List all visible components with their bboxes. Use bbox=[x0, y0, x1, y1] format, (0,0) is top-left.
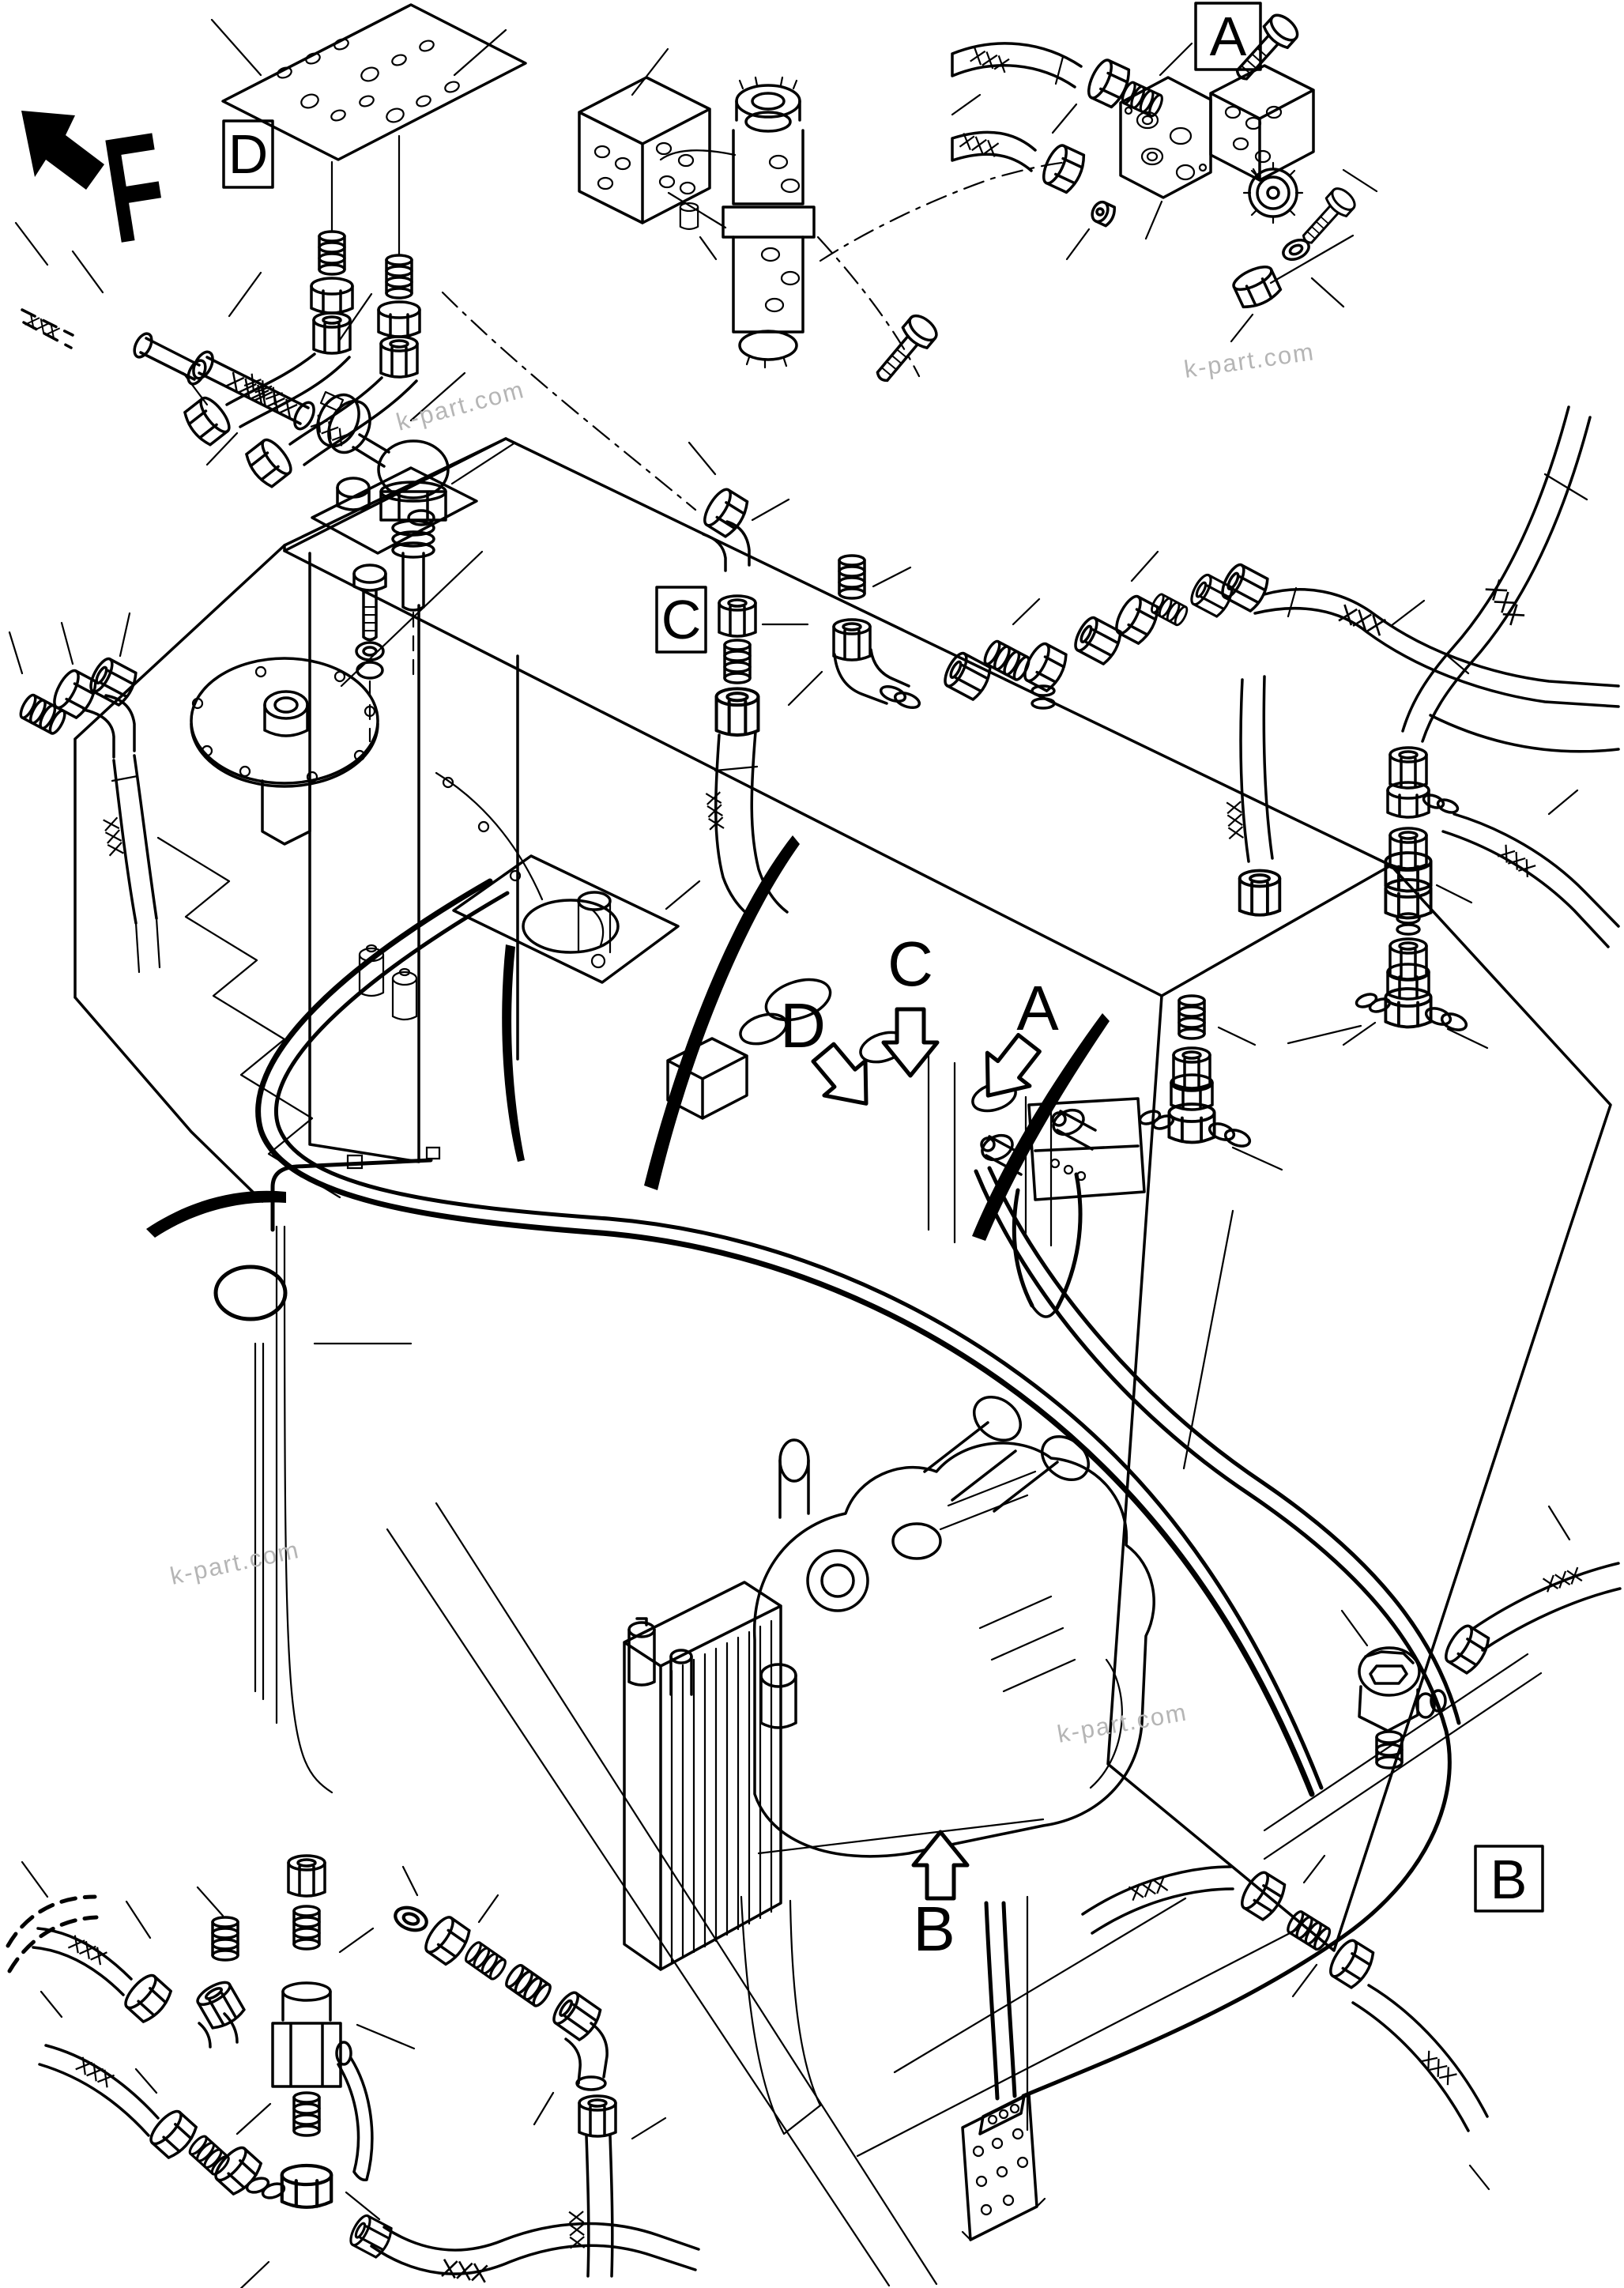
engine-assembly bbox=[752, 1395, 1155, 1858]
spacer-cylinder bbox=[679, 202, 699, 230]
assembly-d-valve bbox=[441, 47, 1070, 511]
middle-fitting-chain bbox=[787, 550, 1620, 1045]
elbow-swivel bbox=[548, 1988, 605, 2044]
suction-elbow bbox=[352, 433, 450, 612]
swivel-nut bbox=[832, 618, 872, 662]
tank-valve-bracket bbox=[980, 1097, 1146, 1318]
tee-fitting bbox=[1384, 987, 1433, 1029]
nipple-fitting bbox=[318, 230, 346, 276]
test-point-fitting bbox=[1358, 1646, 1447, 1770]
view-arrow-chevron-icon bbox=[64, 147, 99, 183]
hex-nut bbox=[1386, 963, 1430, 1001]
swivel-nut bbox=[718, 594, 757, 638]
radiator bbox=[623, 1581, 782, 1971]
watermark: k-part.com bbox=[168, 1536, 302, 1590]
lower-right-fitting-chain bbox=[1138, 994, 1283, 1171]
callout-box-d: D bbox=[222, 119, 274, 189]
callout-label-a: A bbox=[1210, 6, 1247, 67]
view-marker-letter: F bbox=[94, 101, 176, 275]
hose-bundle bbox=[255, 878, 1461, 2132]
nipple-fitting bbox=[385, 254, 413, 300]
watermark: k-part.com bbox=[1182, 337, 1317, 383]
swivel-nut bbox=[287, 1854, 326, 1898]
nipple-fitting bbox=[502, 1961, 555, 2010]
hose-end-nut bbox=[345, 2211, 396, 2260]
tank-cover-plate bbox=[190, 657, 379, 846]
assembly-a bbox=[951, 9, 1378, 343]
hose-end-nut bbox=[578, 2094, 617, 2138]
swivel-nut bbox=[717, 688, 759, 735]
hose-end-nut bbox=[119, 1969, 176, 2026]
callout-box-b: B bbox=[1474, 1845, 1544, 1913]
assembly-d-manifold bbox=[179, 3, 527, 492]
union-threads bbox=[462, 1939, 510, 1983]
view-direction-marker: F bbox=[21, 101, 176, 275]
swivel-nut bbox=[1186, 571, 1237, 620]
swivel-nut bbox=[1038, 141, 1090, 196]
assembly-b bbox=[1081, 1505, 1622, 2191]
nipple-fitting bbox=[292, 1905, 321, 1951]
direction-arrow-b: B bbox=[913, 1832, 967, 1964]
elbow-swivel bbox=[193, 1977, 248, 2033]
socket-head-bolt bbox=[867, 309, 943, 390]
callout-label-c: C bbox=[661, 589, 702, 650]
right-fitting-chain bbox=[1342, 405, 1620, 1050]
nipple-fitting bbox=[1177, 994, 1206, 1040]
watermarks: k-part.com k-part.com k-part.com k-part.… bbox=[168, 337, 1317, 1748]
hex-nut bbox=[310, 277, 354, 315]
washer bbox=[1279, 235, 1313, 265]
dipstick-assembly bbox=[213, 1146, 441, 1794]
hex-nut bbox=[1229, 261, 1284, 313]
washer bbox=[392, 1904, 429, 1935]
swivel-nut bbox=[1389, 937, 1428, 981]
callout-label-b: B bbox=[1490, 1849, 1528, 1910]
washer bbox=[355, 641, 385, 662]
nipple-fitting bbox=[838, 554, 866, 600]
hose-end-nut bbox=[179, 392, 235, 450]
frame-edge-blades bbox=[146, 835, 1110, 1241]
suction-assembly bbox=[14, 221, 517, 846]
hose-clamp bbox=[316, 390, 371, 454]
direction-arrow-d: D bbox=[780, 990, 887, 1121]
direction-arrow-a: A bbox=[966, 973, 1059, 1112]
callout-label-d: D bbox=[228, 123, 269, 185]
nipple-fitting bbox=[211, 1916, 239, 1962]
direction-letter-d: D bbox=[780, 990, 826, 1061]
swivel-nut bbox=[1389, 827, 1428, 870]
hex-bolt bbox=[352, 564, 387, 642]
nipple-fitting bbox=[186, 2132, 232, 2178]
nipple-fitting bbox=[16, 692, 70, 737]
ball-valve bbox=[271, 1981, 374, 2182]
direction-letter-b: B bbox=[913, 1894, 955, 1964]
nipple-fitting bbox=[723, 639, 752, 684]
hose-end-nut bbox=[241, 434, 297, 492]
hex-nut bbox=[209, 2142, 266, 2199]
direction-letter-c: C bbox=[887, 929, 933, 999]
left-elbow-assembly bbox=[8, 612, 161, 974]
direction-letter-a: A bbox=[1016, 973, 1059, 1043]
machine-frame bbox=[73, 437, 1612, 2287]
swivel-nut bbox=[1172, 1046, 1211, 1090]
hex-nut bbox=[377, 300, 421, 338]
direction-arrow-c: C bbox=[884, 929, 937, 1076]
bottom-left-assembly bbox=[6, 1854, 700, 2288]
tee-fitting bbox=[245, 2165, 331, 2207]
valve-lever bbox=[337, 2056, 374, 2182]
swivel-nut bbox=[1238, 869, 1282, 917]
socket-plug bbox=[1087, 198, 1119, 228]
bottom-bracket-plate bbox=[961, 2093, 1046, 2241]
nipple-fitting bbox=[292, 2091, 321, 2137]
callout-box-c: C bbox=[655, 586, 707, 654]
swivel-nut bbox=[379, 335, 419, 379]
callout-box-a: A bbox=[1194, 2, 1262, 71]
assembly-c bbox=[665, 441, 809, 918]
